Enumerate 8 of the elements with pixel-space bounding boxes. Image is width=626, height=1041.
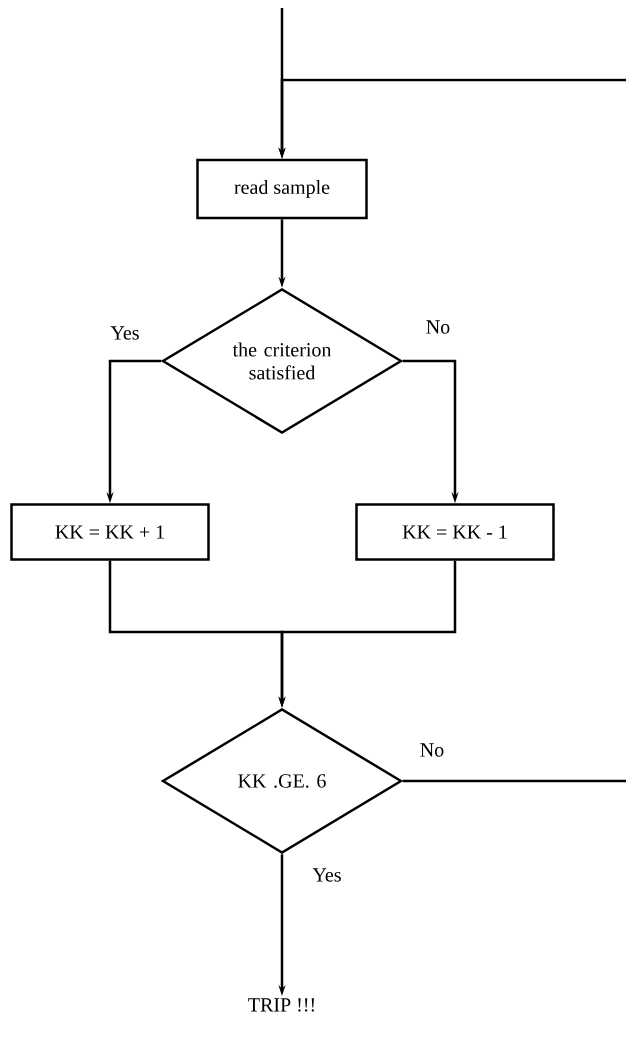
edge-label: Yes — [311, 867, 343, 883]
terminal-text: TRIP !!! — [248, 998, 314, 1012]
process-box: read sample — [196, 158, 368, 220]
edge-label: Yes — [109, 325, 141, 341]
process-box: KK = KK + 1 — [10, 503, 210, 561]
process-box: KK = KK - 1 — [355, 503, 555, 561]
edge-label: No — [418, 742, 446, 758]
edge-label: No — [424, 319, 452, 335]
